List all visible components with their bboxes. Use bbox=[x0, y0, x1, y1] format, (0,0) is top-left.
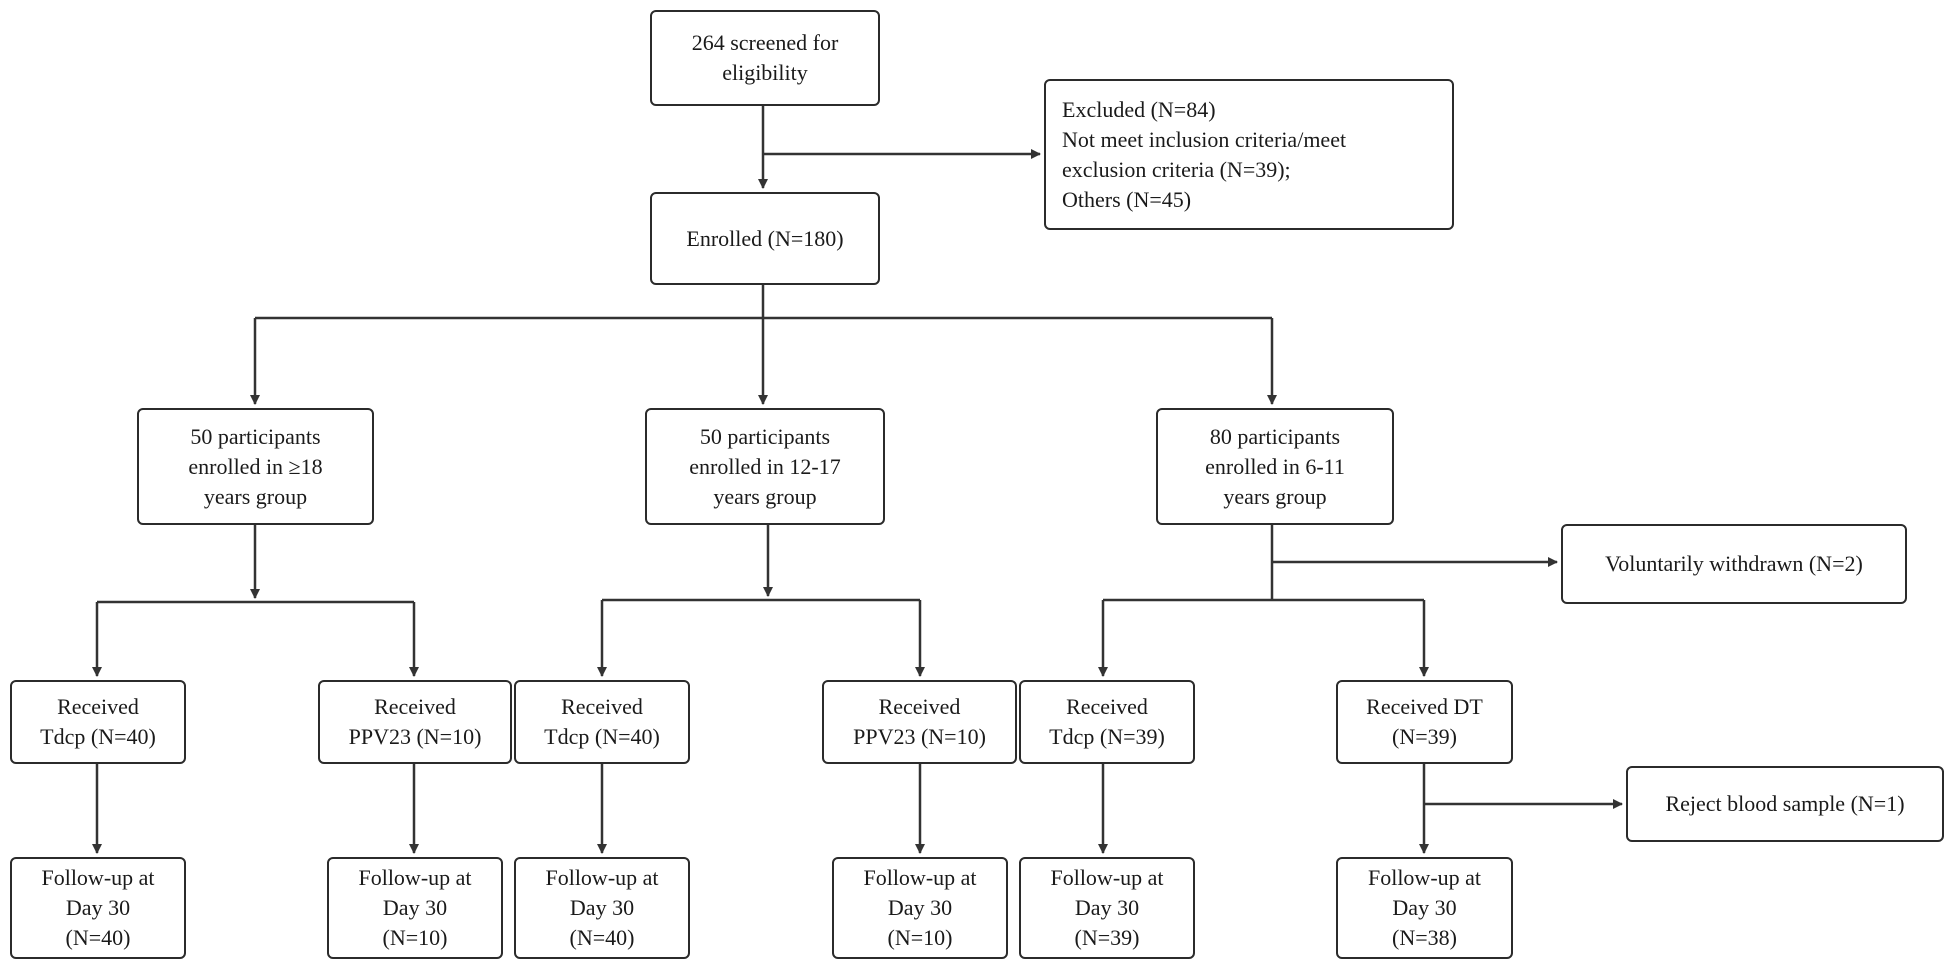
withdrawn-text: Voluntarily withdrawn (N=2) bbox=[1605, 551, 1863, 576]
group-adult-box: 50 participants enrolled in ≥18 years gr… bbox=[137, 408, 374, 525]
followup-teen-tdcp-text: Follow-up at Day 30 (N=40) bbox=[545, 865, 659, 950]
teen-ppv23-box: Received PPV23 (N=10) bbox=[822, 680, 1017, 764]
excluded-box: Excluded (N=84) Not meet inclusion crite… bbox=[1044, 79, 1454, 230]
enrolled-text: Enrolled (N=180) bbox=[686, 225, 844, 251]
followup-child-tdcp-text: Follow-up at Day 30 (N=39) bbox=[1050, 865, 1164, 950]
screened-text: 264 screened for eligibility bbox=[691, 30, 839, 85]
adult-ppv23-text: Received PPV23 (N=10) bbox=[348, 694, 482, 749]
followup-teen-tdcp-box: Follow-up at Day 30 (N=40) bbox=[514, 857, 690, 959]
followup-child-dt-text: Follow-up at Day 30 (N=38) bbox=[1367, 865, 1482, 950]
reject-box: Reject blood sample (N=1) bbox=[1626, 766, 1944, 842]
followup-adult-tdcp-box: Follow-up at Day 30 (N=40) bbox=[10, 857, 186, 959]
followup-adult-ppv23-box: Follow-up at Day 30 (N=10) bbox=[327, 857, 503, 959]
group-teen-text: 50 participants enrolled in 12-17 years … bbox=[689, 423, 841, 509]
adult-ppv23-box: Received PPV23 (N=10) bbox=[318, 680, 512, 764]
group-adult-text: 50 participants enrolled in ≥18 years gr… bbox=[188, 423, 323, 509]
followup-teen-ppv23-box: Follow-up at Day 30 (N=10) bbox=[832, 857, 1008, 959]
child-dt-box: Received DT (N=39) bbox=[1336, 680, 1513, 764]
child-tdcp-box: Received Tdcp (N=39) bbox=[1019, 680, 1195, 764]
child-tdcp-text: Received Tdcp (N=39) bbox=[1049, 694, 1165, 749]
followup-adult-tdcp-text: Follow-up at Day 30 (N=40) bbox=[41, 865, 155, 950]
adult-tdcp-text: Received Tdcp (N=40) bbox=[40, 694, 156, 749]
group-teen-box: 50 participants enrolled in 12-17 years … bbox=[645, 408, 885, 525]
group-child-text: 80 participants enrolled in 6-11 years g… bbox=[1205, 423, 1345, 509]
followup-teen-ppv23-text: Follow-up at Day 30 (N=10) bbox=[863, 865, 977, 950]
teen-tdcp-box: Received Tdcp (N=40) bbox=[514, 680, 690, 764]
teen-tdcp-text: Received Tdcp (N=40) bbox=[544, 694, 660, 749]
excluded-text: Excluded (N=84) Not meet inclusion crite… bbox=[1062, 96, 1347, 212]
followup-child-dt-box: Follow-up at Day 30 (N=38) bbox=[1336, 857, 1513, 959]
enrolled-box: Enrolled (N=180) bbox=[650, 192, 880, 285]
followup-adult-ppv23-text: Follow-up at Day 30 (N=10) bbox=[358, 865, 472, 950]
adult-tdcp-box: Received Tdcp (N=40) bbox=[10, 680, 186, 764]
child-dt-text: Received DT (N=39) bbox=[1366, 694, 1483, 749]
screened-box: 264 screened for eligibility bbox=[650, 10, 880, 106]
group-child-box: 80 participants enrolled in 6-11 years g… bbox=[1156, 408, 1394, 525]
teen-ppv23-text: Received PPV23 (N=10) bbox=[853, 694, 986, 749]
followup-child-tdcp-box: Follow-up at Day 30 (N=39) bbox=[1019, 857, 1195, 959]
reject-text: Reject blood sample (N=1) bbox=[1665, 791, 1905, 816]
withdrawn-box: Voluntarily withdrawn (N=2) bbox=[1561, 524, 1907, 604]
